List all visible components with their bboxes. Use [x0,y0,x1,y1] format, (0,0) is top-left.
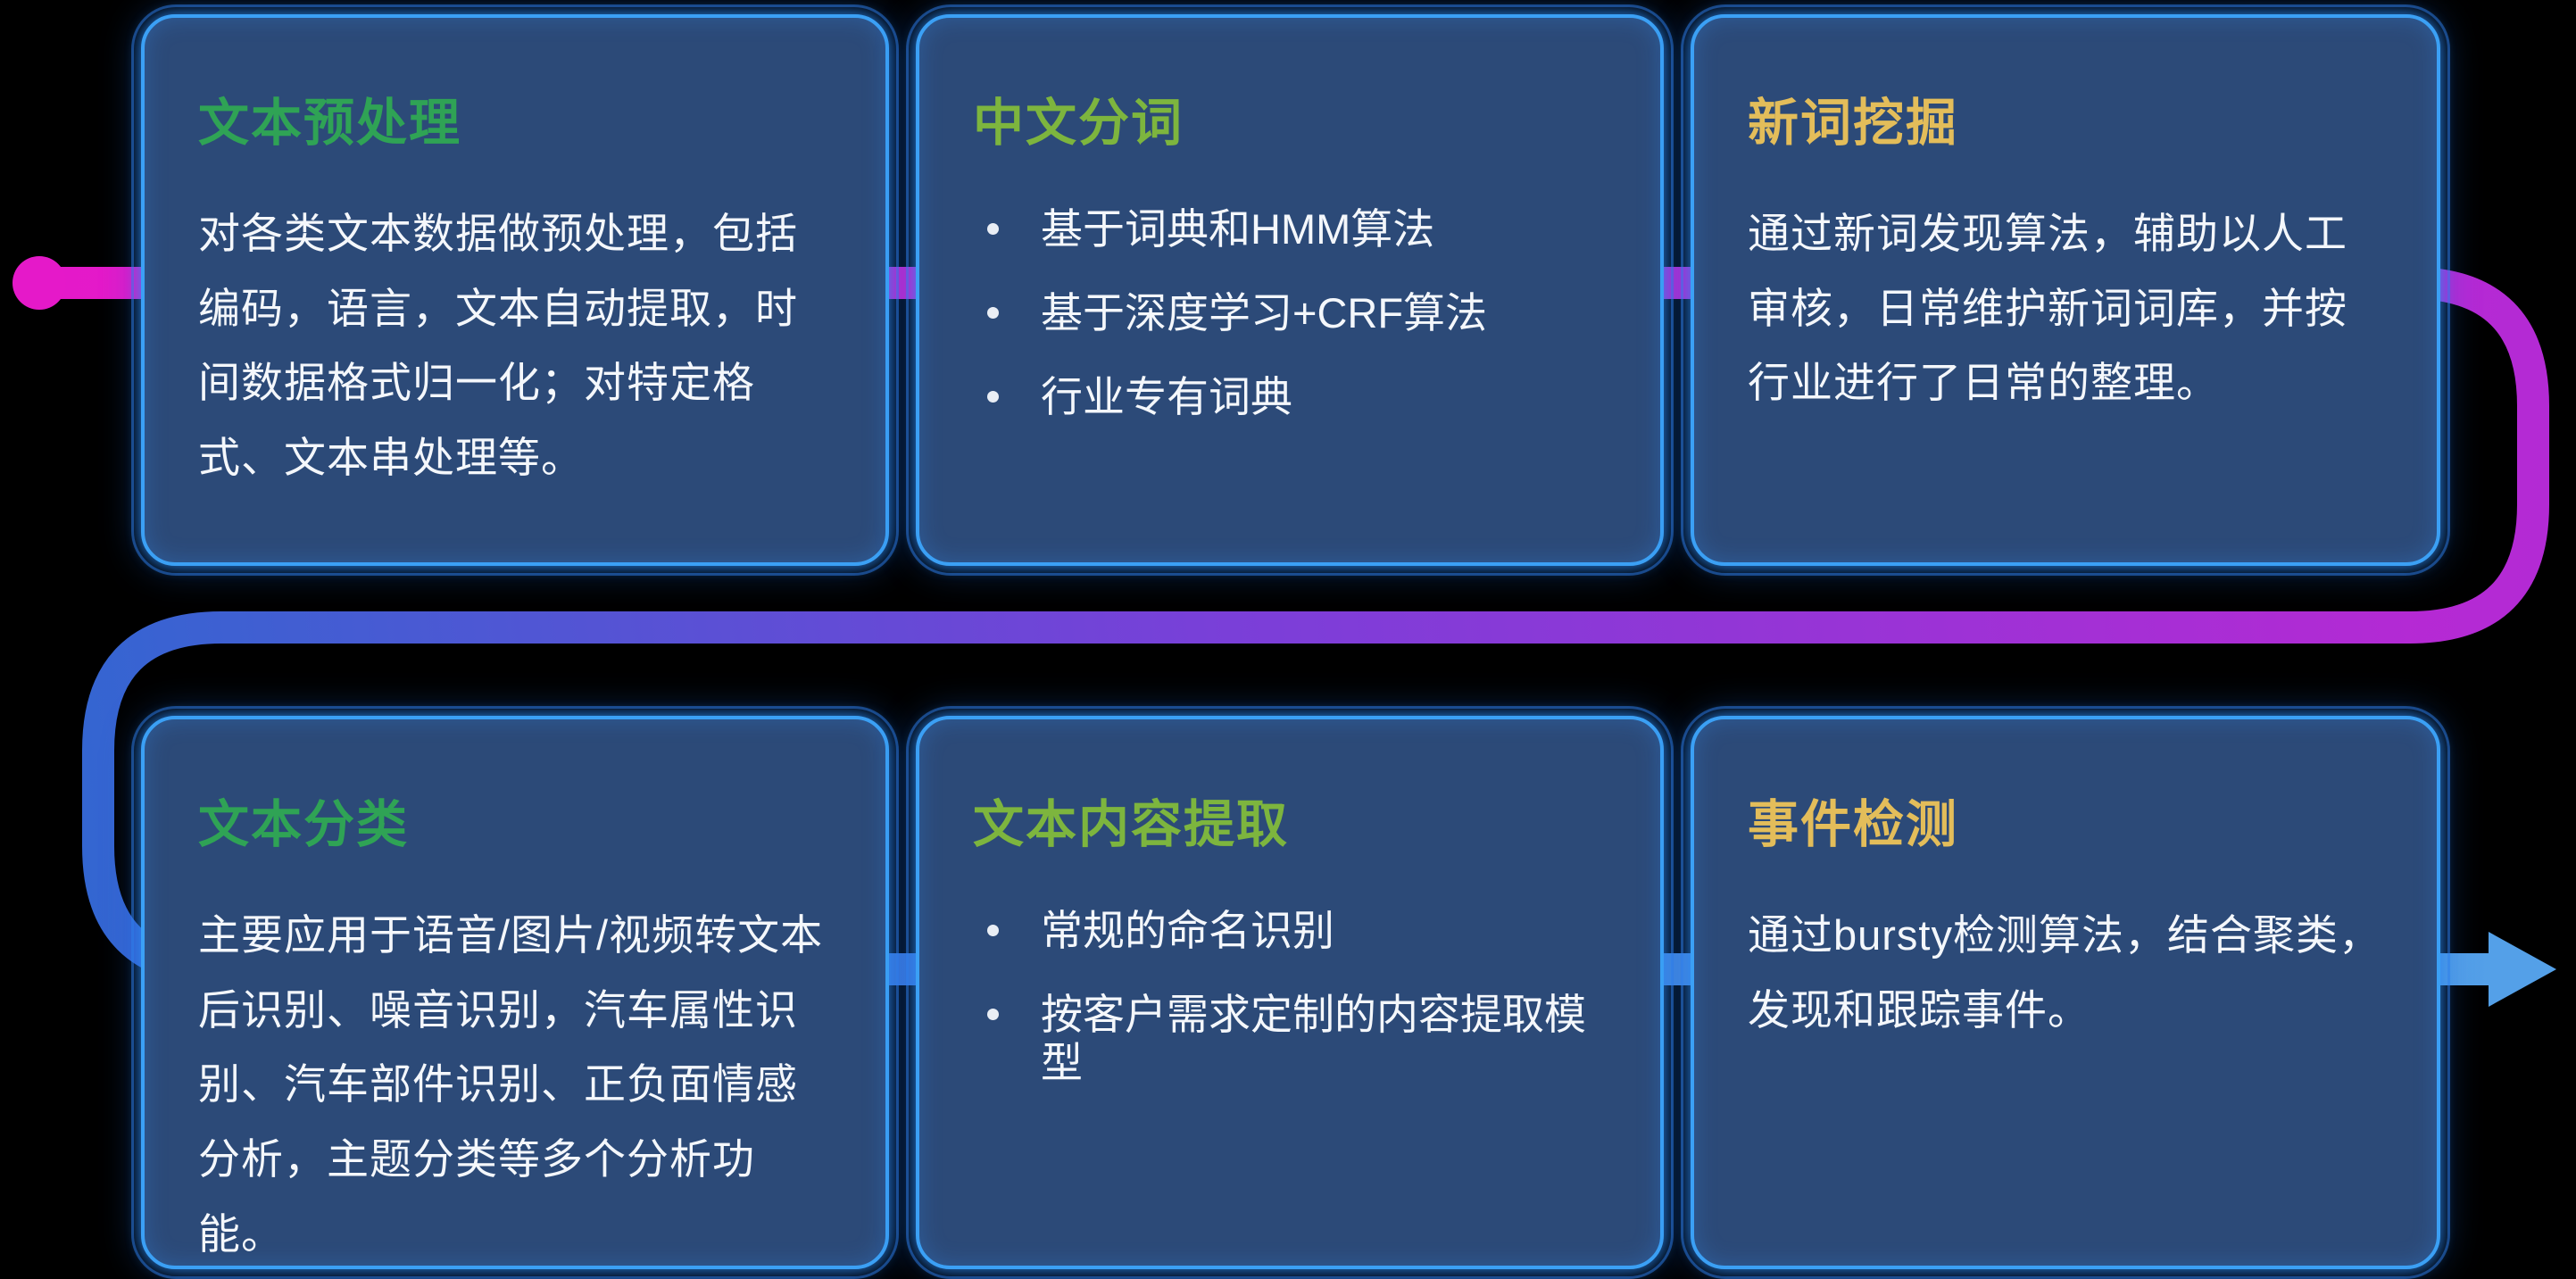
card-title: 文本内容提取 [973,796,1289,853]
card-body: 对各类文本数据做预处理，包括编码，语言，文本自动提取，时间数据格式归一化；对特定… [198,210,798,481]
flow-segment-top [36,267,2549,644]
bullet-dot-icon [987,307,999,320]
card-bullet-list: 常规的命名识别 按客户需求定制的内容提取模型 [973,907,1607,1087]
flow-arrow-icon [2489,932,2556,1007]
card-body: 主要应用于语音/图片/视频转文本后识别、噪音识别，汽车属性识别、汽车部件识别、正… [198,911,824,1258]
card-title: 事件检测 [1748,796,1958,853]
card-text-preprocessing: 文本预处理 对各类文本数据做预处理，包括编码，语言，文本自动提取，时间数据格式归… [131,4,899,576]
bullet-item: 按客户需求定制的内容提取模型 [973,991,1607,1087]
bullet-text: 按客户需求定制的内容提取模型 [1041,991,1586,1087]
bullet-dot-icon [987,223,999,235]
card-body: 通过bursty检测算法，结合聚类，发现和跟踪事件。 [1748,911,2381,1034]
card-chinese-word-segmentation: 中文分词 基于词典和HMM算法 基于深度学习+CRF算法 行业专有词典 [906,4,1674,576]
card-text-classification: 文本分类 主要应用于语音/图片/视频转文本后识别、噪音识别，汽车属性识别、汽车部… [131,706,899,1279]
card-event-detection: 事件检测 通过bursty检测算法，结合聚类，发现和跟踪事件。 [1681,706,2450,1279]
bullet-item: 常规的命名识别 [973,907,1607,955]
bullet-item: 行业专有词典 [973,373,1607,421]
card-title: 文本分类 [198,796,409,853]
flow-start-dot-icon [12,256,66,310]
bullet-dot-icon [987,391,999,403]
card-text-content-extraction: 文本内容提取 常规的命名识别 按客户需求定制的内容提取模型 [906,706,1674,1279]
card-title: 新词挖掘 [1748,95,1958,152]
bullet-item: 基于深度学习+CRF算法 [973,289,1607,337]
bullet-text: 行业专有词典 [1041,373,1292,421]
card-body: 通过新词发现算法，辅助以人工审核，日常维护新词词库，并按行业进行了日常的整理。 [1748,210,2347,407]
bullet-text: 基于词典和HMM算法 [1041,205,1435,253]
bullet-text: 常规的命名识别 [1041,907,1334,954]
card-new-word-mining: 新词挖掘 通过新词发现算法，辅助以人工审核，日常维护新词词库，并按行业进行了日常… [1681,4,2450,576]
bullet-dot-icon [987,925,999,936]
bullet-item: 基于词典和HMM算法 [973,205,1607,253]
card-bullet-list: 基于词典和HMM算法 基于深度学习+CRF算法 行业专有词典 [973,205,1607,421]
bullet-text: 基于深度学习+CRF算法 [1041,289,1488,337]
card-title: 文本预处理 [198,95,461,152]
bullet-dot-icon [987,1009,999,1021]
card-title: 中文分词 [973,95,1184,152]
